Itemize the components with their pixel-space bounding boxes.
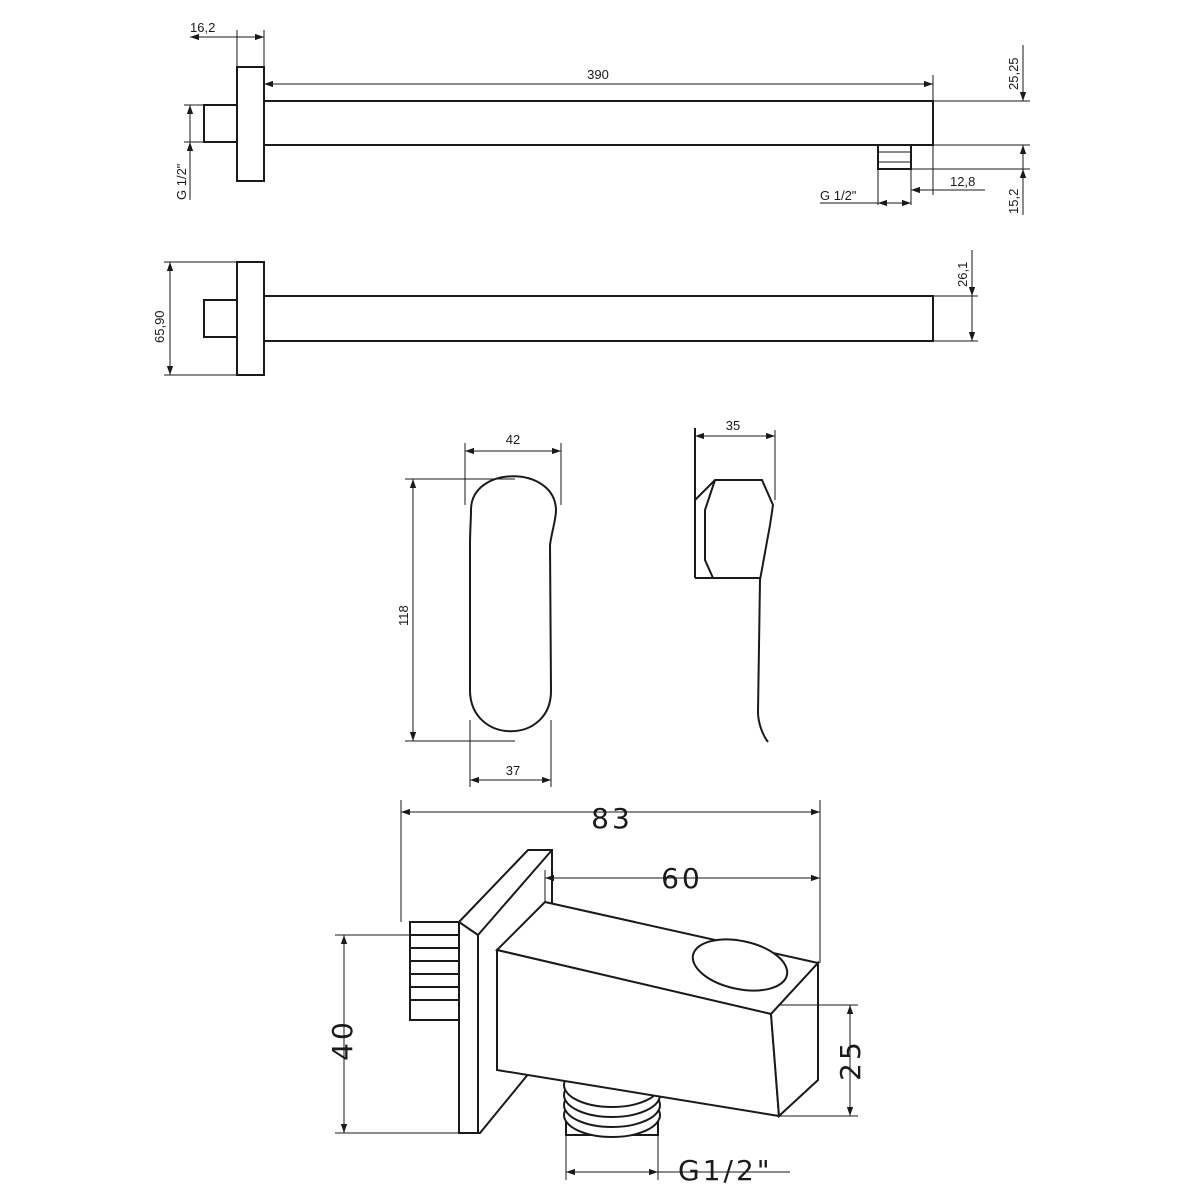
dim-body-height: 25 [834, 1039, 867, 1081]
arm-body-side [263, 295, 934, 342]
dim-arm-width: 26,1 [955, 262, 970, 287]
arm-body [263, 100, 934, 146]
wall-flange-side [236, 261, 265, 376]
dim-arm-length: 390 [587, 67, 609, 82]
dim-handle-width-top: 42 [506, 432, 520, 447]
dim-inlet-thread: G 1/2" [174, 163, 189, 200]
wall-flange [236, 66, 265, 182]
dim-flange-thickness: 16,2 [190, 20, 215, 35]
dim-flange-height: 40 [326, 1019, 359, 1061]
handle-side-view: 35 [694, 418, 776, 743]
dim-handle-depth: 35 [726, 418, 740, 433]
dim-outlet-height: 15,2 [1006, 189, 1021, 214]
outlet-body-end [769, 960, 819, 1119]
dim-handle-width-bottom: 37 [506, 763, 520, 778]
shower-arm-top-view: 16,2 390 25,25 15,2 12,8 G 1/2" G 1/2" [174, 20, 1030, 215]
handle-front-view: 42 118 37 [396, 432, 562, 787]
dim-outlet-offset: 12,8 [950, 174, 975, 189]
dim-handle-height: 118 [396, 605, 411, 626]
outlet-elbow-isometric: 83 60 40 25 G1/2" [326, 800, 867, 1187]
outlet-nipple [877, 144, 912, 170]
hand-shower-socket [691, 938, 789, 992]
dim-overall-length: 83 [591, 802, 633, 835]
shower-arm-side-view: 65,90 26,1 [152, 250, 978, 376]
side-thread [409, 921, 460, 1021]
inlet-nipple-side [203, 299, 238, 338]
dim-flange-size: 65,90 [152, 310, 167, 343]
inlet-nipple [203, 104, 238, 143]
handle-lever-profile [694, 479, 775, 743]
dim-arm-height: 25,25 [1006, 57, 1021, 90]
dim-bottom-thread: G1/2" [678, 1154, 773, 1187]
dim-outlet-thread: G 1/2" [820, 188, 857, 203]
handle-plate-outline [469, 475, 558, 733]
dim-body-length: 60 [661, 862, 703, 895]
